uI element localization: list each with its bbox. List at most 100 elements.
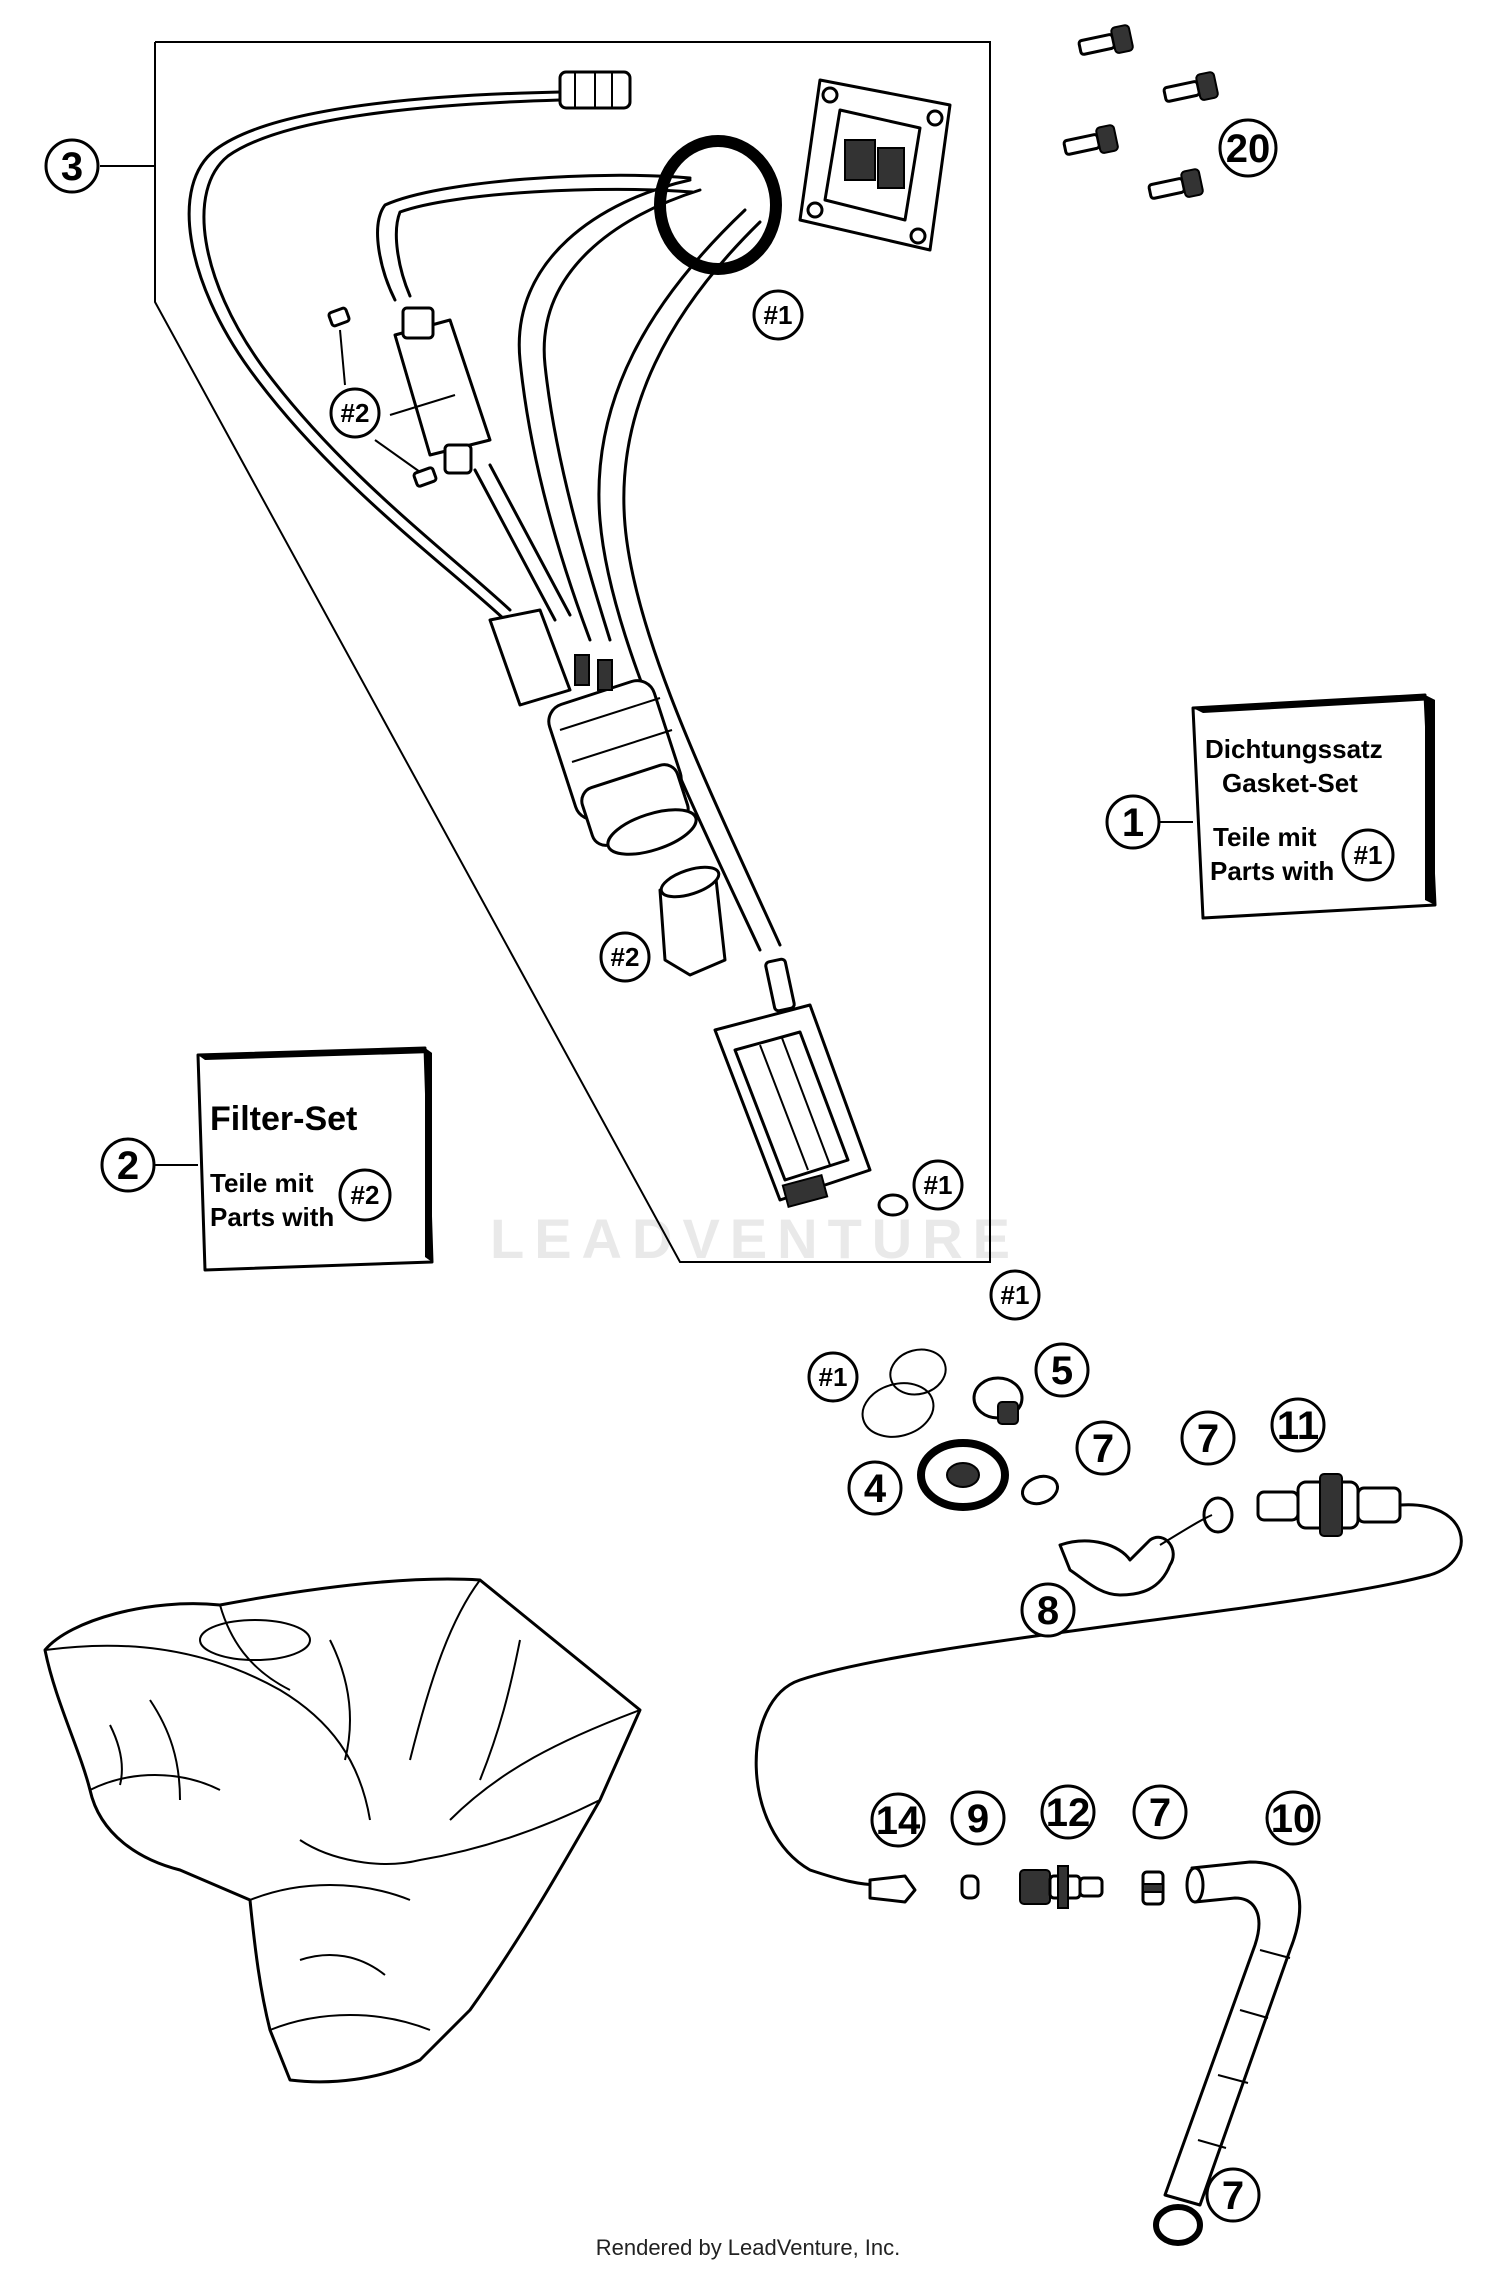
wiring-connector bbox=[558, 70, 632, 110]
tag-sock-2: #2 bbox=[599, 931, 651, 983]
oring-small bbox=[889, 1348, 947, 1396]
callout-4: 4 bbox=[847, 1460, 903, 1516]
callout-12: 12 bbox=[1040, 1784, 1096, 1840]
callout-9: 9 bbox=[950, 1790, 1006, 1846]
pump-top-connector bbox=[488, 608, 572, 707]
callout-5: 5 bbox=[1034, 1342, 1090, 1398]
callout-7b: 7 bbox=[1180, 1410, 1236, 1466]
svg-text:7: 7 bbox=[1197, 1417, 1219, 1461]
elbow-hose bbox=[1058, 1536, 1175, 1597]
hose-clip-upper bbox=[327, 306, 351, 328]
screw-4 bbox=[1147, 168, 1204, 200]
fitting-12 bbox=[1019, 1865, 1104, 1909]
svg-text:14: 14 bbox=[876, 1799, 921, 1843]
hose-clamp-1 bbox=[1021, 1474, 1059, 1506]
filter-set-box: Filter-Set Teile mit Parts with #2 bbox=[155, 1046, 434, 1272]
filter-tag-circle bbox=[338, 1168, 392, 1222]
svg-text:2: 2 bbox=[117, 1144, 139, 1188]
svg-text:11: 11 bbox=[1277, 1404, 1319, 1448]
fitting-9 bbox=[960, 1874, 980, 1900]
fuel-pump bbox=[488, 608, 698, 856]
svg-text:12: 12 bbox=[1046, 1791, 1091, 1835]
callout-11: 11 bbox=[1270, 1397, 1326, 1453]
gasket-line1: Dichtungssatz bbox=[1205, 734, 1383, 764]
svg-text:10: 10 bbox=[1271, 1797, 1316, 1841]
callout-8: 8 bbox=[1020, 1582, 1076, 1638]
gasket-set-box: Dichtungssatz Gasket-Set Teile mit Parts… bbox=[1160, 693, 1437, 920]
tag-ring-1: #1 bbox=[752, 289, 804, 341]
tag-oring-1-right: #1 bbox=[989, 1269, 1041, 1321]
callouts: 3 1 2 20 5 4 7 7 11 8 14 9 12 7 10 7 bbox=[44, 118, 1326, 2223]
lower-fittings bbox=[868, 1860, 1302, 2246]
svg-text:#1: #1 bbox=[1001, 1280, 1030, 1310]
drain-hose bbox=[1163, 1860, 1302, 2207]
svg-text:#1: #1 bbox=[924, 1170, 953, 1200]
callout-14: 14 bbox=[870, 1792, 926, 1848]
flange-seal-ring bbox=[654, 135, 782, 275]
svg-text:20: 20 bbox=[1226, 127, 1271, 171]
svg-text:3: 3 bbox=[61, 145, 83, 189]
svg-text:8: 8 bbox=[1037, 1589, 1059, 1633]
svg-text:7: 7 bbox=[1092, 1427, 1114, 1471]
gasket-tag-circle bbox=[1341, 828, 1395, 882]
svg-text:5: 5 bbox=[1051, 1349, 1073, 1393]
svg-text:#1: #1 bbox=[819, 1362, 848, 1392]
return-hose bbox=[517, 178, 692, 642]
screw-2 bbox=[1162, 71, 1219, 103]
filter-tag: #2 bbox=[351, 1180, 380, 1210]
screw-set bbox=[1062, 24, 1219, 200]
svg-text:#1: #1 bbox=[764, 300, 793, 330]
hose-clamp-2 bbox=[1202, 1496, 1234, 1534]
fuel-pump-assembly bbox=[100, 41, 991, 1263]
gasket-line4: Parts with bbox=[1210, 856, 1334, 886]
callout-7a: 7 bbox=[1075, 1420, 1131, 1476]
gasket-line3: Teile mit bbox=[1213, 822, 1317, 852]
breather-hose bbox=[376, 173, 692, 302]
gasket-line2: Gasket-Set bbox=[1222, 768, 1358, 798]
svg-text:#2: #2 bbox=[611, 942, 640, 972]
filler-neck bbox=[199, 1619, 311, 1661]
quick-coupler bbox=[1256, 1473, 1402, 1537]
svg-text:9: 9 bbox=[967, 1797, 989, 1841]
pump-flange bbox=[798, 78, 952, 252]
pump-lower-module bbox=[713, 957, 909, 1217]
pump-oring-small bbox=[877, 1193, 909, 1217]
svg-text:4: 4 bbox=[864, 1467, 887, 1511]
svg-text:1: 1 bbox=[1122, 801, 1144, 845]
callout-10: 10 bbox=[1265, 1790, 1321, 1846]
assembly-frame bbox=[154, 41, 991, 1263]
gasket-tag: #1 bbox=[1354, 840, 1383, 870]
oring-large bbox=[861, 1382, 935, 1438]
inline-filter bbox=[393, 306, 572, 622]
svg-text:#2: #2 bbox=[341, 398, 370, 428]
tank-shell bbox=[43, 1577, 642, 2084]
wiring-loom bbox=[187, 90, 562, 622]
group-tags: #1 #2 #2 #1 #1 #1 bbox=[329, 289, 1041, 1403]
callout-20: 20 bbox=[1218, 118, 1278, 178]
tag-filter-2: #2 bbox=[329, 387, 381, 439]
filter-body bbox=[393, 318, 492, 457]
footer-credit: Rendered by LeadVenture, Inc. bbox=[596, 2235, 901, 2260]
callout-1: 1 bbox=[1105, 794, 1161, 850]
tag-pump-1: #1 bbox=[912, 1159, 964, 1211]
feed-hose bbox=[597, 208, 762, 952]
callout-2: 2 bbox=[100, 1137, 156, 1193]
hose-end-clamp bbox=[1153, 2204, 1203, 2246]
filter-line3: Teile mit bbox=[210, 1168, 314, 1198]
callout-7d: 7 bbox=[1205, 2167, 1261, 2223]
fuel-tank bbox=[43, 1577, 642, 2084]
screw-3 bbox=[1062, 124, 1119, 156]
screw-1 bbox=[1077, 24, 1134, 56]
filter-sock bbox=[658, 865, 727, 977]
callout-3: 3 bbox=[44, 138, 100, 194]
filter-outlet-line bbox=[473, 468, 557, 622]
svg-text:7: 7 bbox=[1149, 1791, 1171, 1835]
filter-line4: Parts with bbox=[210, 1202, 334, 1232]
svg-text:7: 7 bbox=[1222, 2174, 1244, 2218]
fuel-connector-parts bbox=[754, 1348, 1463, 1887]
fitting-14 bbox=[868, 1874, 917, 1904]
filter-set-title: Filter-Set bbox=[210, 1100, 357, 1138]
tag-oring-1-left: #1 bbox=[807, 1351, 859, 1403]
